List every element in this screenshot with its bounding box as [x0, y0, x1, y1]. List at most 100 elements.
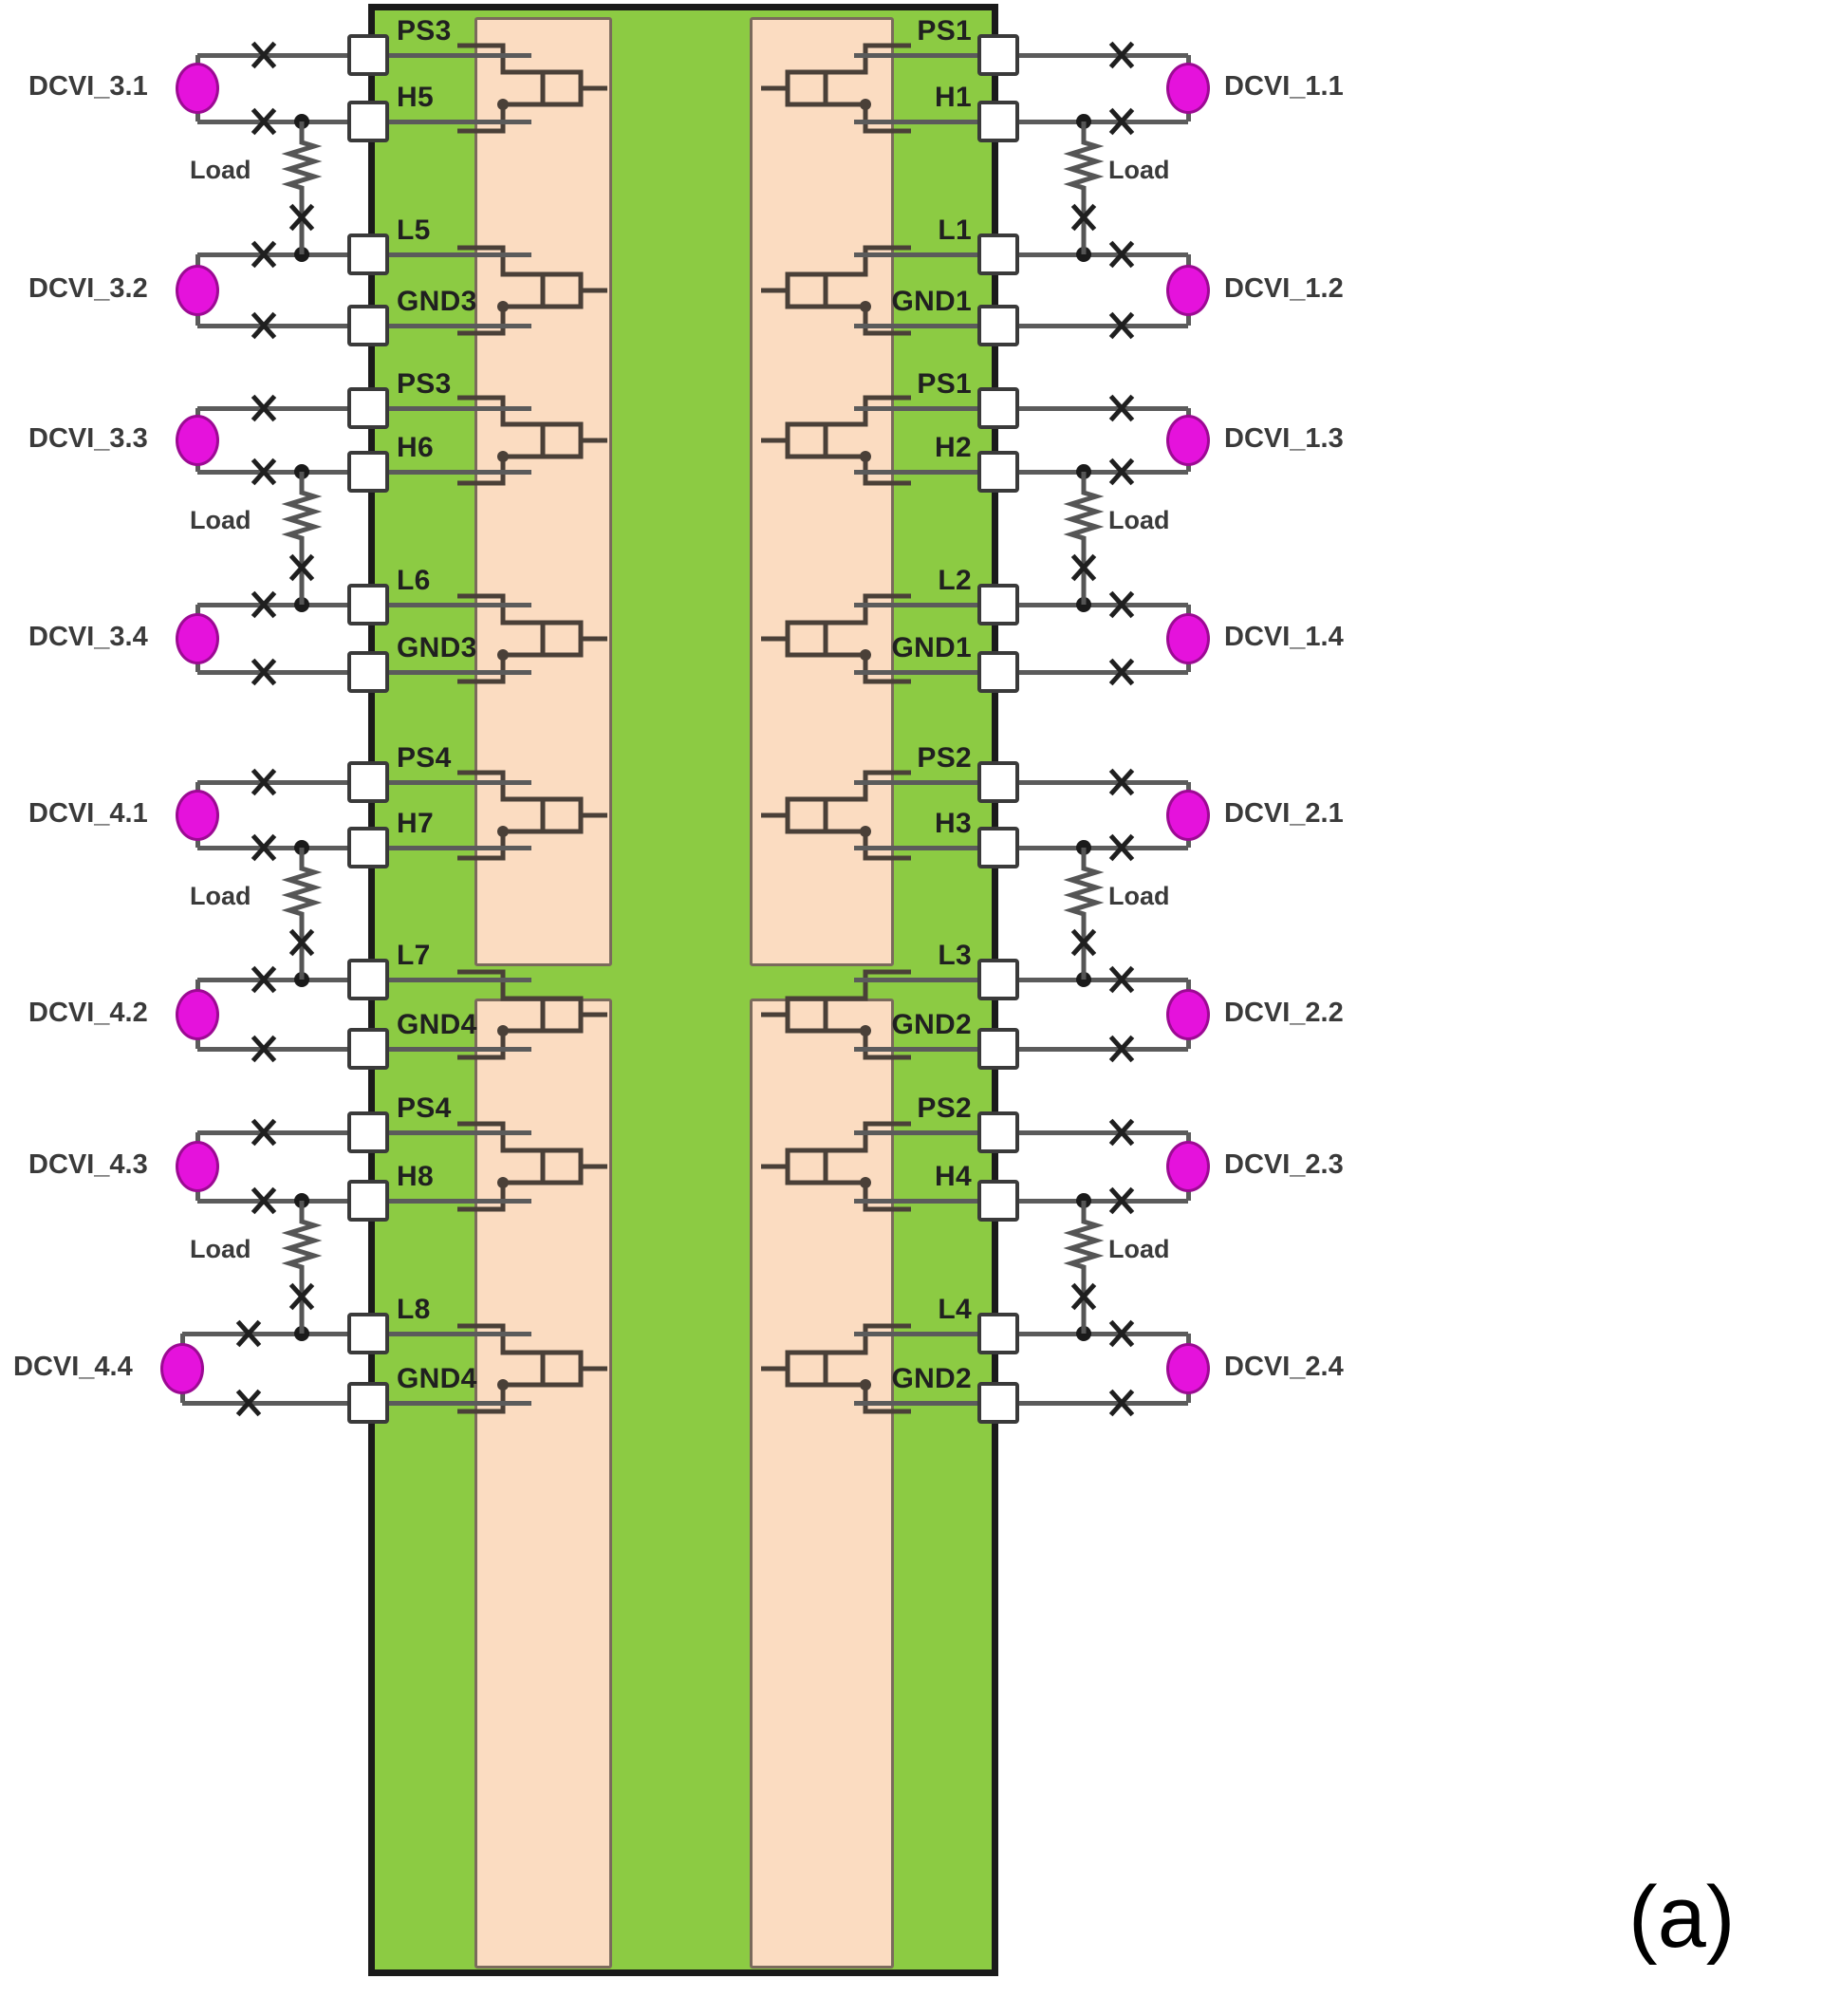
probe-contact-x-icon: [248, 1116, 280, 1148]
package-pin-h6[interactable]: [347, 451, 389, 493]
pin-label-l3: L3: [938, 940, 972, 971]
probe-contact-x-icon: [248, 588, 280, 621]
package-pin-gnd4[interactable]: [347, 1382, 389, 1424]
pin-label-gnd4: GND4: [397, 1009, 477, 1040]
dcvi-probe-dcvi-3-3[interactable]: [176, 414, 219, 466]
probe-contact-x-icon: [1106, 105, 1138, 138]
wire-segment: [1019, 1332, 1188, 1336]
wire-segment: [854, 1332, 981, 1336]
probe-contact-x-icon: [286, 926, 318, 959]
dcvi-probe-dcvi-4-3[interactable]: [176, 1141, 219, 1192]
dcvi-probe-dcvi-1-3[interactable]: [1166, 414, 1210, 466]
package-pin-gnd3[interactable]: [347, 651, 389, 693]
package-pin-gnd1[interactable]: [977, 651, 1019, 693]
package-pin-h2[interactable]: [977, 451, 1019, 493]
dcvi-probe-dcvi-4-2[interactable]: [176, 988, 219, 1040]
dcvi-probe-dcvi-4-4[interactable]: [160, 1342, 204, 1394]
package-pin-ps2[interactable]: [977, 761, 1019, 803]
package-pin-l6[interactable]: [347, 584, 389, 625]
wire-segment: [854, 324, 981, 328]
package-pin-l1[interactable]: [977, 233, 1019, 275]
dcvi-probe-dcvi-2-1[interactable]: [1166, 789, 1210, 841]
internal-driver-block: [750, 17, 894, 966]
wire-segment: [854, 780, 981, 785]
package-pin-ps3[interactable]: [347, 34, 389, 76]
dcvi-probe-dcvi-2-3[interactable]: [1166, 1141, 1210, 1192]
package-pin-l3[interactable]: [977, 959, 1019, 1000]
wire-segment: [854, 1130, 981, 1135]
probe-contact-x-icon: [1106, 1317, 1138, 1350]
probe-label-dcvi-2-4: DCVI_2.4: [1224, 1351, 1344, 1382]
wire-segment: [385, 1199, 531, 1204]
package-pin-h8[interactable]: [347, 1180, 389, 1222]
wire-segment: [385, 252, 531, 257]
wire-segment: [1019, 1401, 1188, 1406]
package-pin-ps2[interactable]: [977, 1111, 1019, 1153]
wire-segment: [385, 1401, 531, 1406]
probe-label-dcvi-2-3: DCVI_2.3: [1224, 1149, 1344, 1180]
mosfet-symbol: [457, 395, 607, 485]
probe-contact-x-icon: [232, 1387, 265, 1419]
probe-contact-x-icon: [248, 105, 280, 138]
pin-label-gnd2: GND2: [891, 1009, 972, 1040]
package-pin-gnd2[interactable]: [977, 1382, 1019, 1424]
probe-contact-x-icon: [248, 656, 280, 688]
package-pin-gnd3[interactable]: [347, 305, 389, 346]
pin-label-gnd1: GND1: [891, 632, 972, 663]
wire-segment: [1019, 53, 1188, 58]
dcvi-probe-dcvi-2-4[interactable]: [1166, 1342, 1210, 1394]
package-pin-l2[interactable]: [977, 584, 1019, 625]
wire-segment: [385, 978, 531, 982]
internal-driver-block: [474, 999, 612, 1969]
package-pin-h7[interactable]: [347, 827, 389, 868]
package-pin-ps3[interactable]: [347, 387, 389, 429]
package-pin-ps4[interactable]: [347, 761, 389, 803]
dcvi-probe-dcvi-3-1[interactable]: [176, 63, 219, 114]
package-pin-h5[interactable]: [347, 101, 389, 142]
package-pin-h4[interactable]: [977, 1180, 1019, 1222]
probe-contact-x-icon: [286, 201, 318, 233]
probe-contact-x-icon: [1106, 392, 1138, 424]
package-pin-gnd4[interactable]: [347, 1028, 389, 1070]
package-pin-l5[interactable]: [347, 233, 389, 275]
probe-contact-x-icon: [248, 392, 280, 424]
probe-contact-x-icon: [248, 1033, 280, 1065]
dcvi-probe-dcvi-1-4[interactable]: [1166, 612, 1210, 664]
pin-label-l4: L4: [938, 1294, 972, 1325]
load-label: Load: [190, 1235, 251, 1264]
wire-segment: [182, 1401, 347, 1406]
probe-label-dcvi-4-1: DCVI_4.1: [28, 797, 148, 829]
wire-segment: [1019, 324, 1188, 328]
wire-segment: [854, 978, 981, 982]
package-pin-l4[interactable]: [977, 1313, 1019, 1354]
package-pin-h1[interactable]: [977, 101, 1019, 142]
load-resistor-symbol: [1063, 1201, 1105, 1334]
package-pin-l8[interactable]: [347, 1313, 389, 1354]
dcvi-probe-dcvi-4-1[interactable]: [176, 789, 219, 841]
mosfet-symbol: [761, 770, 911, 860]
dcvi-probe-dcvi-3-2[interactable]: [176, 264, 219, 316]
mosfet-symbol: [761, 969, 911, 1059]
load-label: Load: [1108, 1235, 1170, 1264]
package-pin-ps1[interactable]: [977, 387, 1019, 429]
package-pin-gnd2[interactable]: [977, 1028, 1019, 1070]
package-pin-h3[interactable]: [977, 827, 1019, 868]
probe-contact-x-icon: [1106, 1185, 1138, 1217]
probe-contact-x-icon: [248, 39, 280, 71]
probe-label-dcvi-1-4: DCVI_1.4: [1224, 621, 1344, 652]
dcvi-probe-dcvi-1-2[interactable]: [1166, 264, 1210, 316]
dcvi-probe-dcvi-2-2[interactable]: [1166, 988, 1210, 1040]
package-pin-gnd1[interactable]: [977, 305, 1019, 346]
package-pin-ps1[interactable]: [977, 34, 1019, 76]
probe-contact-x-icon: [1106, 309, 1138, 342]
load-resistor-symbol: [281, 472, 323, 605]
dcvi-probe-dcvi-1-1[interactable]: [1166, 63, 1210, 114]
pin-label-l8: L8: [397, 1294, 431, 1325]
wire-segment: [385, 406, 531, 411]
probe-label-dcvi-3-1: DCVI_3.1: [28, 71, 148, 102]
load-resistor-symbol: [1063, 472, 1105, 605]
dcvi-probe-dcvi-3-4[interactable]: [176, 612, 219, 664]
wire-segment: [182, 1332, 347, 1336]
package-pin-l7[interactable]: [347, 959, 389, 1000]
package-pin-ps4[interactable]: [347, 1111, 389, 1153]
